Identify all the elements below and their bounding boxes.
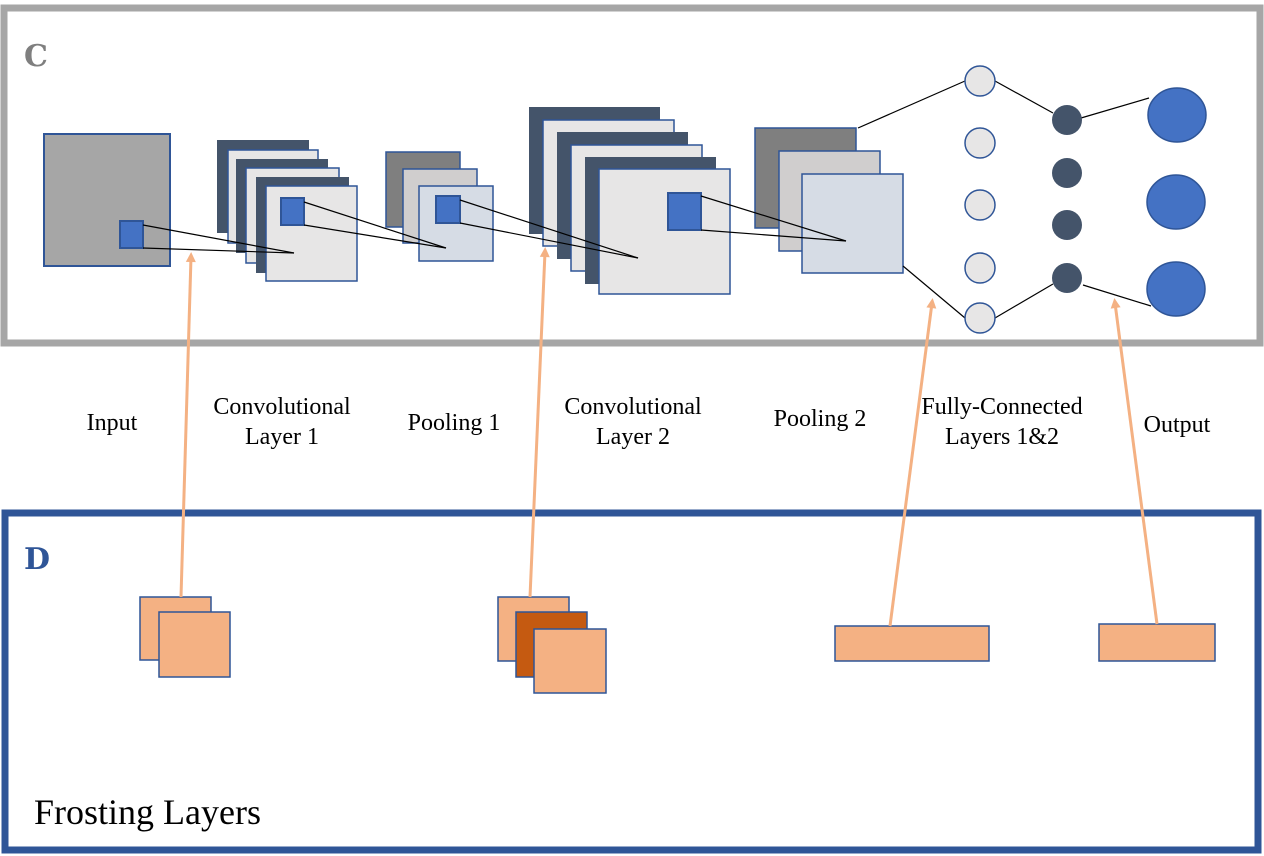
conv2-kernel — [667, 192, 702, 231]
fc2-neuron — [1052, 105, 1082, 135]
fc1-neuron — [964, 127, 996, 159]
fc2-neuron — [1052, 158, 1082, 188]
frosting-map — [533, 628, 607, 694]
receptive-field-lines — [142, 195, 847, 259]
fc2-neuron — [1052, 210, 1082, 240]
fc2-neuron — [1052, 263, 1082, 293]
frosting-arrow — [1110, 298, 1159, 625]
pool2-layer — [754, 127, 904, 274]
label-input: Input — [87, 410, 138, 436]
frosting-block-4 — [1098, 623, 1216, 662]
output-neuron — [1147, 87, 1207, 143]
fc1-neuron — [964, 302, 996, 334]
frosting-block-1 — [139, 596, 231, 678]
fc-connection-lines — [857, 80, 1152, 319]
frosting-map — [158, 611, 231, 678]
label-fc-line1: Fully-Connected — [921, 394, 1082, 420]
panel-d-frame — [1, 509, 1262, 854]
pool2-map-3 — [801, 173, 904, 274]
panel-c-label: C — [24, 39, 48, 74]
conv1-kernel — [280, 197, 305, 226]
pool1-layer — [385, 151, 494, 262]
output-neuron — [1146, 261, 1206, 317]
label-conv2-line2: Layer 2 — [596, 424, 670, 450]
stage-labels: Input Convolutional Layer 1 Pooling 1 Co… — [87, 394, 1211, 450]
conv1-layer — [217, 140, 358, 282]
fc1-neurons — [964, 65, 996, 334]
label-conv2-line1: Convolutional — [564, 394, 702, 420]
input-kernel — [119, 220, 144, 249]
input-layer — [43, 133, 171, 267]
frosting-arrows — [179, 247, 1159, 627]
conv1-map-6 — [265, 185, 358, 282]
conv2-layer — [529, 107, 731, 295]
label-pool2: Pooling 2 — [774, 406, 867, 432]
pool1-kernel — [435, 195, 461, 224]
fc2-neurons — [1052, 105, 1082, 293]
label-output: Output — [1144, 412, 1211, 438]
fc1-neuron — [964, 189, 996, 221]
label-fc-line2: Layers 1&2 — [945, 424, 1059, 450]
frosting-block-2 — [497, 596, 607, 694]
label-pool1: Pooling 1 — [408, 410, 501, 436]
conv2-map-6 — [598, 168, 731, 295]
frosting-layers-caption: Frosting Layers — [34, 792, 261, 832]
fc1-neuron — [964, 65, 996, 97]
frosting-block-3 — [834, 625, 990, 662]
frosting-arrow — [888, 298, 937, 627]
fc1-neuron — [964, 252, 996, 284]
panel-d-label: D — [24, 542, 50, 577]
label-conv1-line2: Layer 1 — [245, 424, 319, 450]
label-conv1-line1: Convolutional — [213, 394, 351, 420]
frosting-arrow — [528, 247, 550, 598]
frosting-arrow — [179, 252, 196, 598]
output-neuron — [1146, 174, 1206, 230]
input-map — [43, 133, 171, 267]
output-neurons — [1146, 87, 1207, 317]
